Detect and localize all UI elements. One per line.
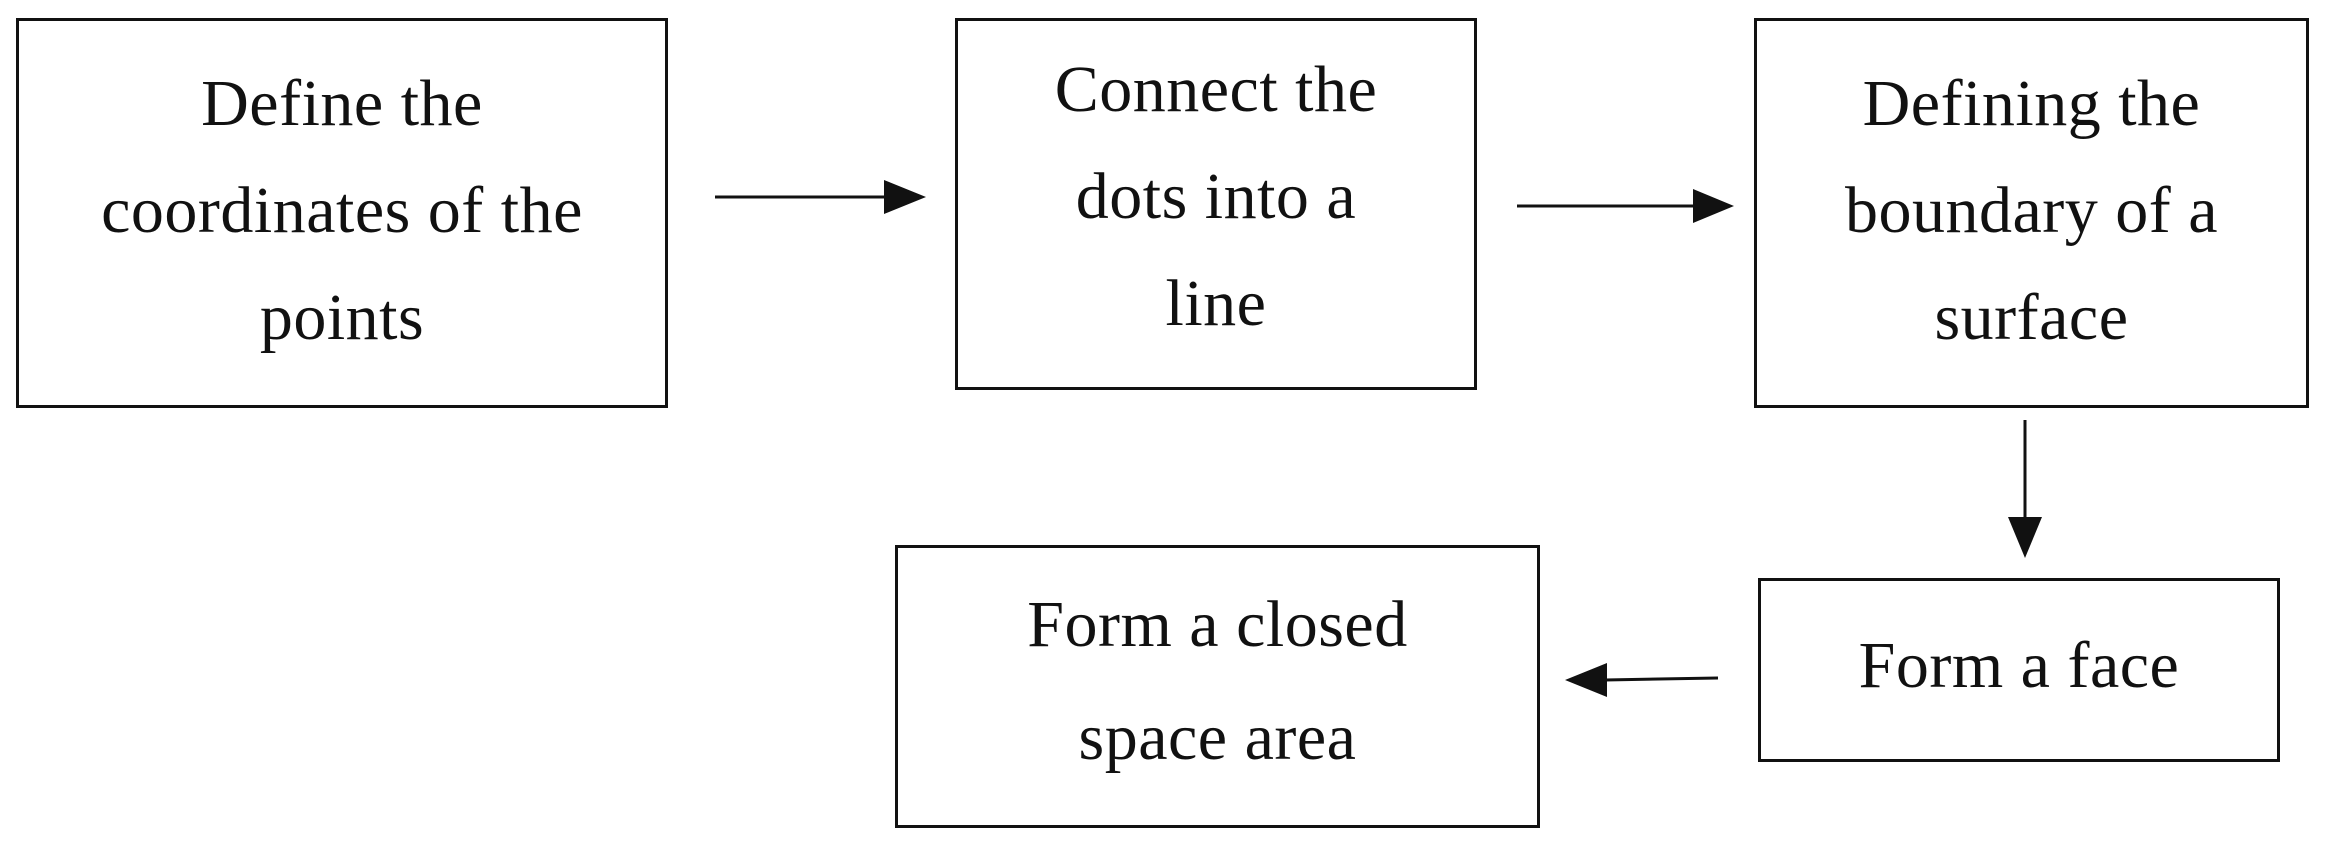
arrow-step3-to-step4 [2008, 420, 2042, 558]
step-box-define-coordinates: Define the coordinates of the points [16, 18, 668, 408]
step-label-form-face: Form a face [1858, 629, 2180, 702]
step-label-define-boundary: Defining the boundary of a surface [1844, 66, 2219, 354]
step-box-form-face: Form a face [1758, 578, 2280, 762]
step-box-connect-dots: Connect the dots into a line [955, 18, 1477, 390]
step-label-connect-dots: Connect the dots into a line [1054, 52, 1378, 340]
arrow-step2-to-step3 [1517, 189, 1734, 223]
step-box-form-closed-space: Form a closed space area [895, 545, 1540, 828]
step-label-define-coordinates: Define the coordinates of the points [101, 66, 583, 354]
step-label-form-closed-space: Form a closed space area [1027, 587, 1408, 774]
arrow-step4-to-step5 [1565, 663, 1719, 697]
arrow-step1-to-step2 [715, 180, 926, 214]
step-box-define-boundary: Defining the boundary of a surface [1754, 18, 2309, 408]
